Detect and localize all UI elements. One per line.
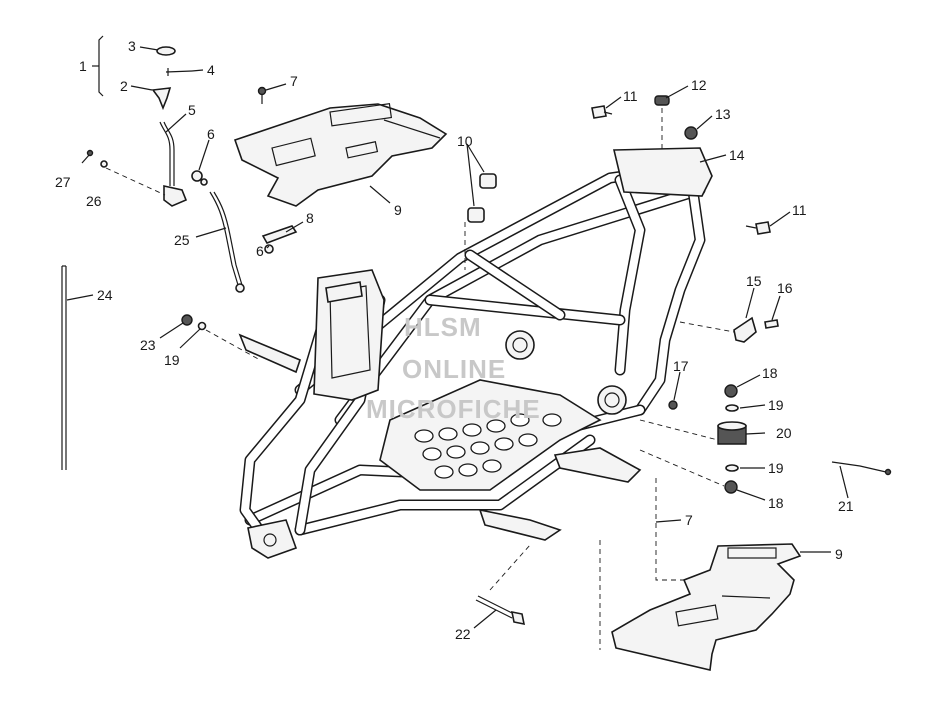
washer-part-26 (100, 160, 108, 168)
callout-19c: 19 (768, 460, 784, 476)
nut-part-17 (668, 400, 678, 410)
callout-leaders (66, 46, 849, 629)
washer-part-19-left (197, 321, 207, 331)
nut-part-23 (181, 314, 193, 326)
callout-21: 21 (838, 498, 854, 514)
watermark-line-1: HLSM (404, 312, 482, 342)
cable-part-21 (831, 461, 892, 476)
callout-14: 14 (729, 147, 745, 163)
watermark: HLSM ONLINE MICROFICHE (366, 312, 541, 424)
callout-19b: 19 (768, 397, 784, 413)
callout-9b: 9 (835, 546, 843, 562)
callout-6a: 6 (207, 126, 215, 142)
callout-13: 13 (715, 106, 731, 122)
callout-11a: 11 (623, 88, 638, 104)
callout-6b: 6 (256, 243, 264, 259)
sleeve-part-8 (261, 225, 298, 244)
leader-18b (639, 449, 725, 487)
fitting-part-2 (151, 87, 172, 111)
callout-22: 22 (455, 626, 471, 642)
callout-8: 8 (306, 210, 314, 226)
callout-24: 24 (97, 287, 113, 303)
callout-18b: 18 (768, 495, 784, 511)
callout-20: 20 (776, 425, 792, 441)
callout-19a: 19 (164, 352, 180, 368)
grommets-part-10 (467, 173, 497, 223)
callout-2: 2 (120, 78, 128, 94)
callout-9a: 9 (394, 202, 402, 218)
bumper-part-12 (654, 95, 670, 106)
washer-part-19-bottom (725, 464, 739, 472)
pin-part-4 (165, 68, 193, 76)
callout-23: 23 (140, 337, 156, 353)
screw-part-27 (81, 149, 94, 164)
main-frame (238, 147, 713, 559)
dashed-guides-bottom (599, 478, 686, 650)
screw-part-16 (764, 319, 779, 329)
callout-5: 5 (188, 102, 196, 118)
callout-12: 12 (691, 77, 707, 93)
callout-7b: 7 (685, 512, 693, 528)
callout-16: 16 (777, 280, 793, 296)
leader-26 (105, 167, 166, 196)
washer-part-19-top (725, 404, 739, 412)
hose-part-25 (209, 191, 245, 293)
callout-3: 3 (128, 38, 136, 54)
leader-20 (639, 419, 719, 441)
leader-22 (489, 544, 531, 591)
clamp-part-15 (733, 316, 757, 343)
bolt-part-22 (475, 595, 526, 626)
callout-11b: 11 (792, 202, 807, 218)
callout-4: 4 (207, 62, 215, 78)
nut-part-18-bottom (724, 480, 738, 494)
breather-tube-5 (159, 121, 188, 207)
floorboard-part-9-top (233, 102, 448, 207)
bolt-part-11-side (745, 221, 771, 235)
pin-part-6b (264, 244, 274, 254)
group-bracket-1 (92, 35, 104, 97)
leader-19a (205, 329, 261, 361)
callout-10: 10 (457, 133, 473, 149)
callout-15: 15 (746, 273, 762, 289)
callout-1: 1 (79, 58, 87, 74)
watermark-line-3: MICROFICHE (366, 394, 541, 424)
mount-part-20 (717, 421, 747, 445)
nut-part-13 (684, 126, 698, 140)
callout-18a: 18 (762, 365, 778, 381)
screw-part-7-top (257, 86, 267, 104)
bolt-part-11-top (591, 105, 613, 119)
rod-part-24 (61, 265, 67, 470)
skid-plate-holes (414, 413, 562, 479)
leader-15 (679, 321, 735, 333)
cap-part-3 (156, 46, 176, 56)
nut-part-18-top (724, 384, 738, 398)
floorboard-part-9-bottom (611, 543, 802, 671)
callout-27: 27 (55, 174, 71, 190)
callout-25: 25 (174, 232, 190, 248)
clamp-part-6 (191, 170, 208, 186)
callout-labels: 1 3 4 2 5 6 27 26 25 6 8 7 9 10 11 12 13… (55, 38, 854, 642)
callout-7a: 7 (290, 73, 298, 89)
watermark-line-2: ONLINE (402, 354, 506, 384)
callout-26: 26 (86, 193, 102, 209)
callout-17: 17 (673, 358, 689, 374)
